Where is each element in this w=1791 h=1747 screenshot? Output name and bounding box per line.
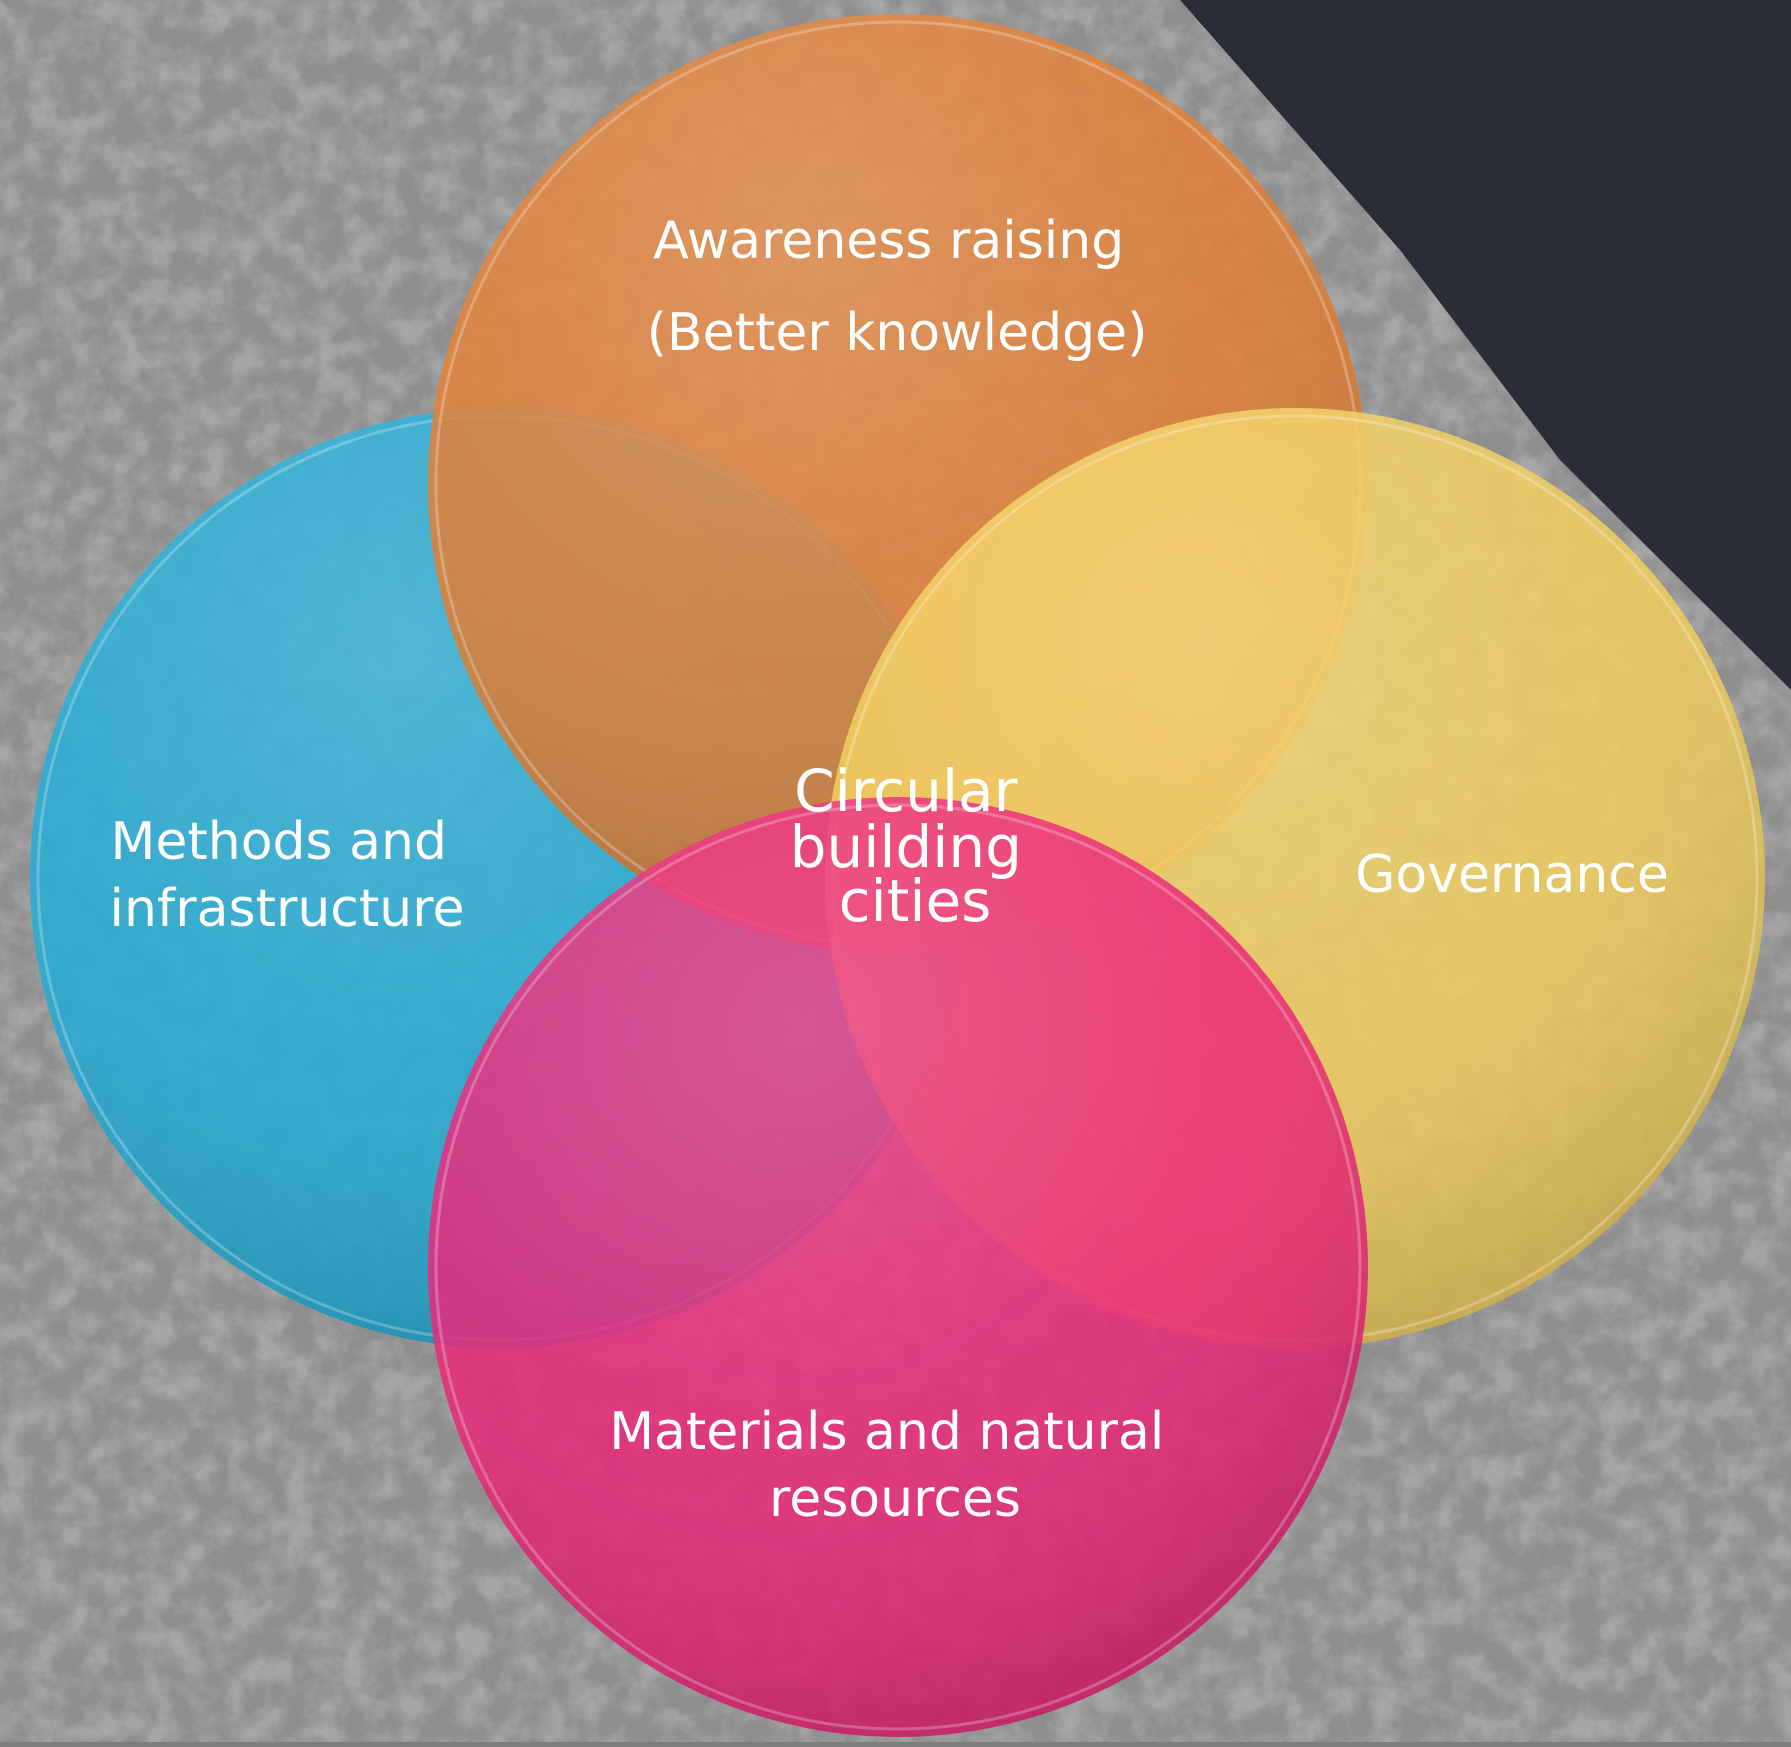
label-materials-line-1: Materials and natural: [609, 1402, 1164, 1462]
center-label-line-3: cities: [839, 867, 992, 935]
label-awareness: Awareness raising (Better knowledge): [647, 211, 1148, 363]
circle-labels: Awareness raising (Better knowledge) Met…: [110, 211, 1669, 1529]
label-methods-line-1: Methods and: [110, 812, 446, 872]
label-governance: Governance: [1355, 845, 1669, 905]
venn-circles: [30, 14, 1765, 1737]
label-materials: Materials and natural resources: [609, 1402, 1181, 1529]
circle-materials: [428, 797, 1368, 1737]
center-label-line-1: Circular: [794, 757, 1017, 825]
center-label: Circular building cities: [790, 757, 1041, 935]
label-governance-line-1: Governance: [1355, 845, 1669, 905]
center-label-line-2: building: [790, 813, 1022, 881]
label-methods: Methods and infrastructure: [110, 812, 465, 939]
label-awareness-line-2: (Better knowledge): [647, 303, 1148, 363]
label-methods-line-2: infrastructure: [110, 879, 465, 939]
dark-corner-shadow: [1180, 0, 1791, 690]
label-awareness-line-1: Awareness raising: [653, 211, 1124, 271]
label-materials-line-2: resources: [769, 1469, 1021, 1529]
